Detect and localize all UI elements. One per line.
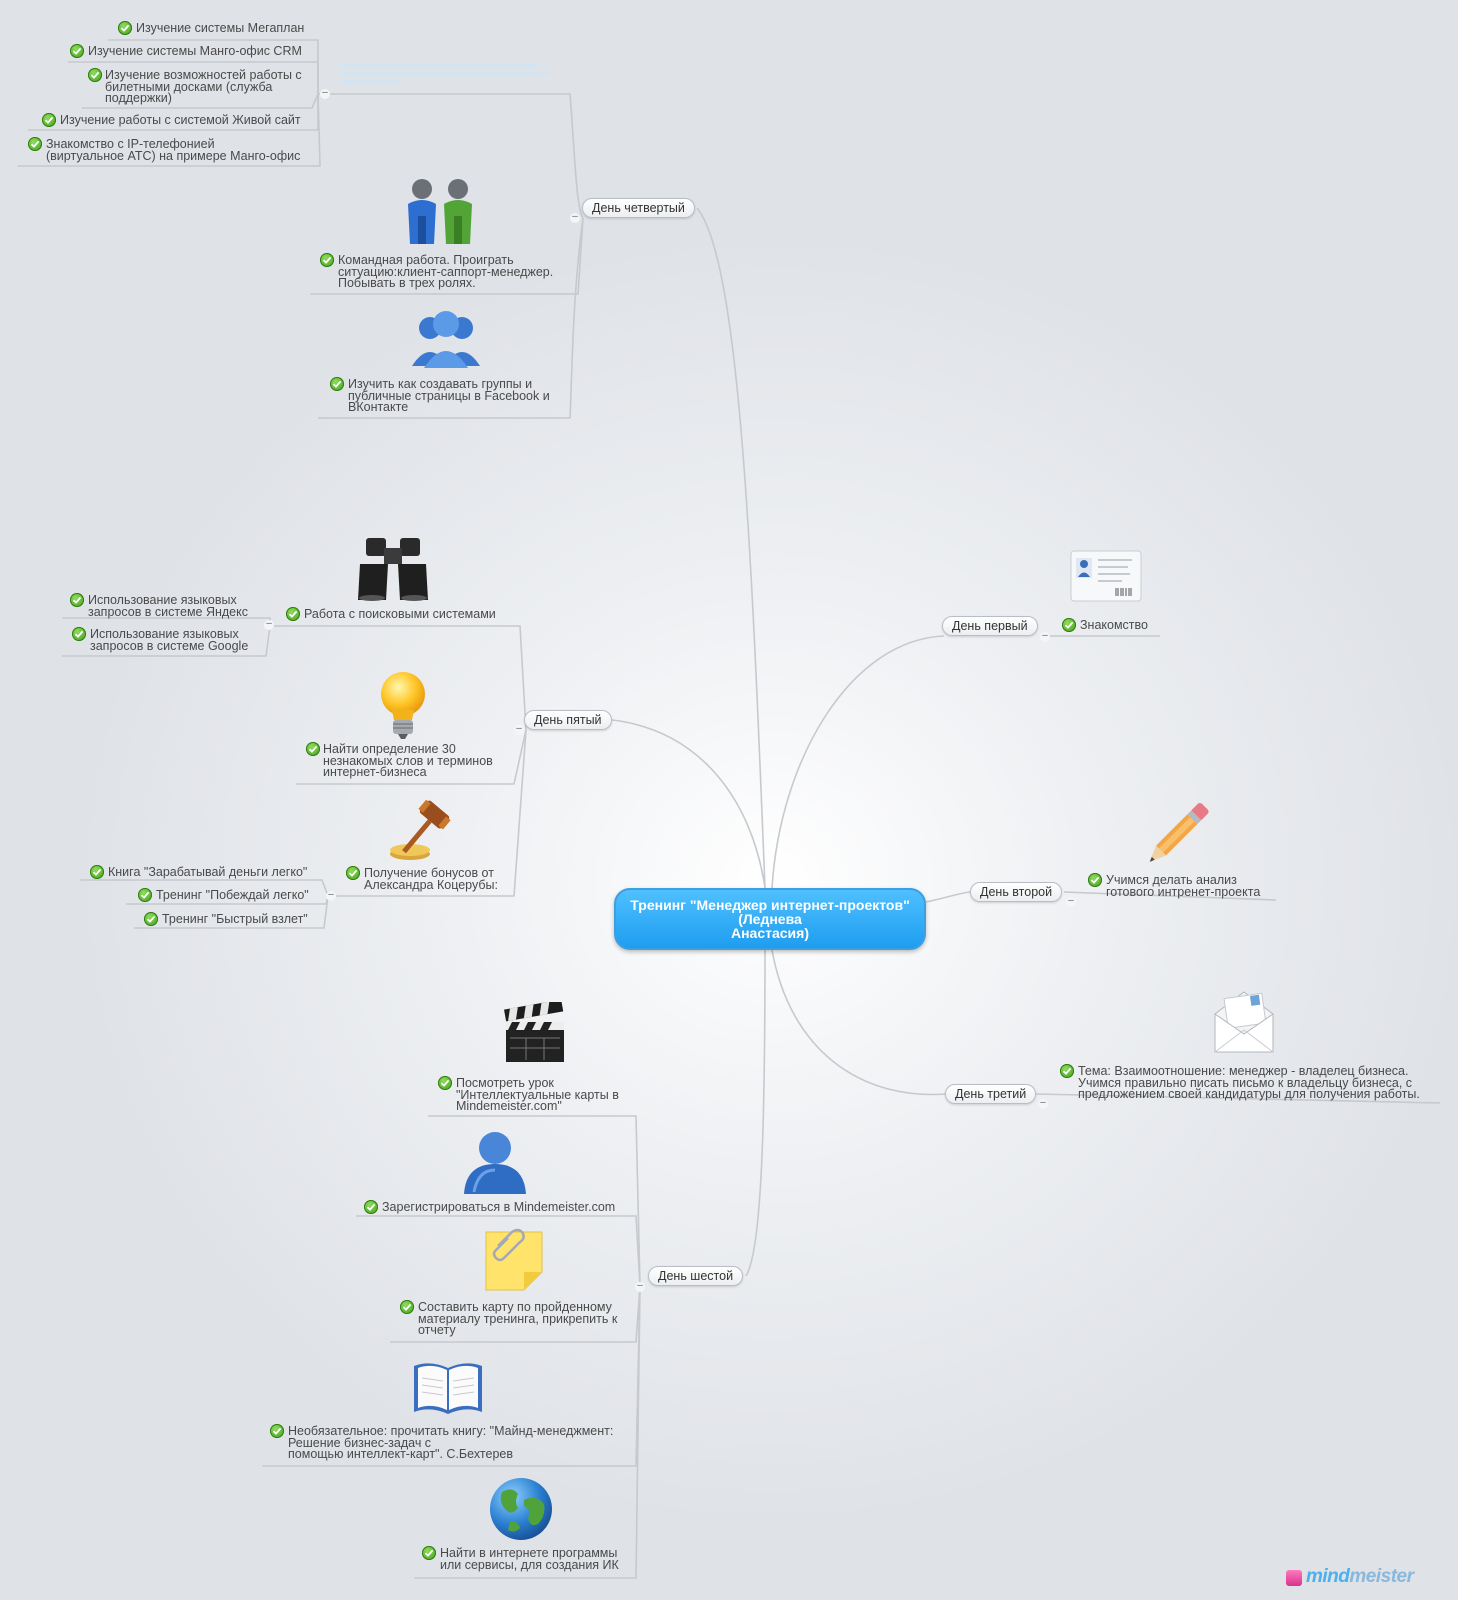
topic-google-queries[interactable]: Использование языковых запросов в систем… [90, 627, 249, 653]
day-1-node[interactable]: День первый [942, 616, 1038, 636]
task-complete-icon [70, 593, 84, 607]
task-complete-icon [306, 742, 320, 756]
topic-social-groups[interactable]: Изучить как создавать группы и публичные… [348, 377, 550, 414]
gavel-coins-icon [390, 800, 451, 860]
topic-find-software[interactable]: Найти в интернете программы или сервисы,… [440, 1546, 619, 1572]
collapse-toggle-day-1[interactable]: – [1040, 631, 1050, 642]
central-topic[interactable]: Тренинг "Менеджер интернет-проектов" (Ле… [614, 888, 926, 950]
logo-text-mind: mind [1306, 1566, 1350, 1587]
topic-bonuses[interactable]: Получение бонусов от Александра Коцерубы… [364, 866, 498, 892]
topic-read-book[interactable]: Необязательное: прочитать книгу: "Майнд-… [288, 1424, 614, 1461]
mindmeister-logo-icon [1286, 1570, 1302, 1586]
topic-live-site[interactable]: Изучение работы с системой Живой сайт [60, 113, 301, 127]
clapperboard-icon [504, 1002, 564, 1062]
book-icon [414, 1363, 482, 1414]
task-complete-icon [346, 866, 360, 880]
id-card-icon [1070, 550, 1142, 602]
task-complete-icon [1088, 873, 1102, 887]
task-complete-icon [286, 607, 300, 621]
user-icon [464, 1132, 526, 1194]
task-complete-icon [330, 377, 344, 391]
topic-book-easy-money[interactable]: Книга "Зарабатывай деньги легко" [108, 865, 308, 879]
day-2-node[interactable]: День второй [970, 882, 1063, 902]
task-complete-icon [42, 113, 56, 127]
collapse-toggle-day-4[interactable]: – [570, 212, 580, 223]
task-complete-icon [88, 68, 102, 82]
topic-yandex-queries[interactable]: Использование языковых запросов в систем… [88, 593, 248, 619]
day-6-node[interactable]: День шестой [648, 1266, 744, 1286]
topic-mango-crm[interactable]: Изучение системы Манго-офис CRM [88, 44, 302, 58]
task-complete-icon [438, 1076, 452, 1090]
task-complete-icon [72, 627, 86, 641]
topic-ip-telephony[interactable]: Знакомство с IP-телефонией (виртуальное … [46, 137, 301, 163]
task-complete-icon [422, 1546, 436, 1560]
task-complete-icon [320, 253, 334, 267]
topic-make-map[interactable]: Составить карту по пройденному материалу… [418, 1300, 618, 1337]
topic-ticket-boards[interactable]: Изучение возможностей работы с билетными… [105, 68, 302, 105]
topic-project-analysis[interactable]: Учимся делать анализ готового интренет-п… [1106, 873, 1261, 899]
task-complete-icon [364, 1200, 378, 1214]
topic-teamwork[interactable]: Командная работа. Проиграть ситуацию:кли… [338, 253, 554, 290]
collapse-toggle-day-4-systems[interactable]: – [320, 88, 330, 99]
user-group-icon [412, 311, 480, 368]
topic-terms[interactable]: Найти определение 30 незнакомых слов и т… [323, 742, 493, 779]
globe-icon [490, 1478, 552, 1540]
collapse-toggle-day-3[interactable]: – [1038, 1098, 1048, 1109]
topic-owner-letter[interactable]: Тема: Взаимоотношение: менеджер - владел… [1078, 1064, 1420, 1101]
topic-training-fast[interactable]: Тренинг "Быстрый взлет" [162, 912, 308, 926]
collapse-toggle-bonuses[interactable]: – [326, 890, 336, 901]
task-complete-icon [1062, 618, 1076, 632]
task-complete-icon [138, 888, 152, 902]
topic-megaplan[interactable]: Изучение системы Мегаплан [136, 21, 305, 35]
topic-training-win[interactable]: Тренинг "Побеждай легко" [156, 888, 309, 902]
day-5-node[interactable]: День пятый [524, 710, 612, 730]
collapse-toggle-day-2[interactable]: – [1066, 896, 1076, 907]
day-3-node[interactable]: День третий [945, 1084, 1037, 1104]
task-complete-icon [400, 1300, 414, 1314]
mindmeister-logo[interactable]: mindmeister [1306, 1566, 1414, 1588]
sticky-note-icon [485, 1228, 543, 1291]
task-complete-icon [28, 137, 42, 151]
task-complete-icon [118, 21, 132, 35]
topic-search-engines[interactable]: Работа с поисковыми системами [304, 607, 496, 621]
task-complete-icon [1060, 1064, 1074, 1078]
task-complete-icon [144, 912, 158, 926]
logo-text-meister: meister [1349, 1566, 1414, 1587]
topic-acquaintance[interactable]: Знакомство [1080, 618, 1148, 632]
binoculars-icon [358, 538, 428, 601]
envelope-icon [1214, 991, 1274, 1053]
faint-ghost-text [340, 62, 560, 89]
task-complete-icon [70, 44, 84, 58]
topic-watch-lesson[interactable]: Посмотреть урок "Интеллектуальные карты … [456, 1076, 619, 1113]
collapse-toggle-day-5[interactable]: – [514, 724, 524, 735]
topic-register[interactable]: Зарегистрироваться в Mindemeister.com [382, 1200, 616, 1214]
collapse-toggle-search[interactable]: – [264, 619, 274, 630]
team-icon [408, 179, 472, 244]
day-4-node[interactable]: День четвертый [582, 198, 695, 218]
task-complete-icon [90, 865, 104, 879]
collapse-toggle-day-6[interactable]: – [635, 1281, 645, 1292]
lightbulb-icon [381, 672, 425, 739]
pencil-icon [1149, 803, 1209, 862]
task-complete-icon [270, 1424, 284, 1438]
